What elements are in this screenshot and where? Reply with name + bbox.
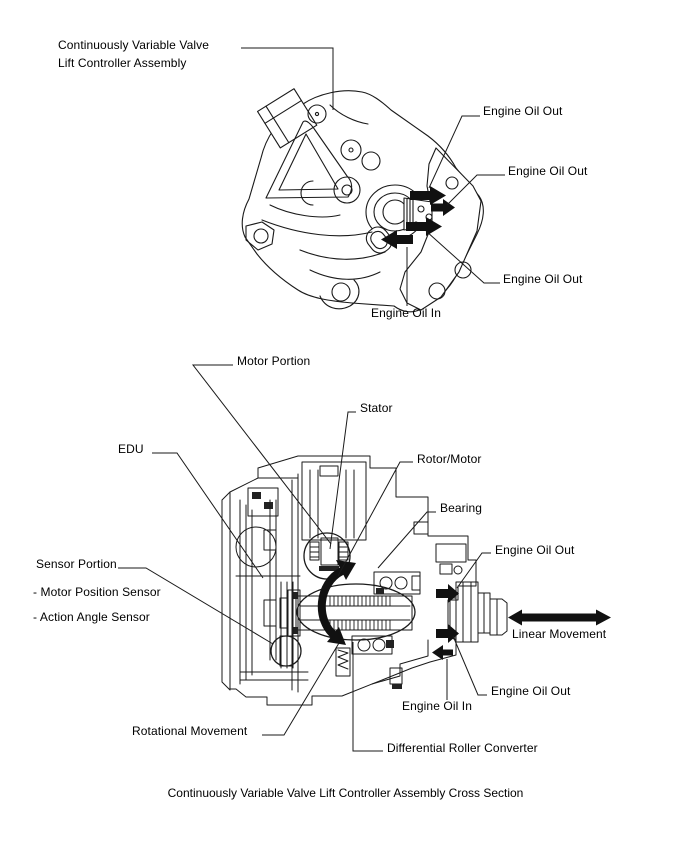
label-differential-roller-converter: Differential Roller Converter (387, 741, 538, 755)
label-assembly-title: Continuously Variable Valve Lift Control… (58, 36, 209, 72)
label-motor-portion: Motor Portion (237, 354, 311, 368)
label-assembly-line1: Continuously Variable Valve (58, 38, 210, 52)
label-bearing: Bearing (440, 501, 483, 515)
cross-section-caption: Continuously Variable Valve Lift Control… (167, 786, 524, 800)
oil-out-arrow-lower (436, 624, 459, 643)
roller-converter-highlight-ellipse (296, 583, 416, 641)
rotational-movement-arrow (317, 560, 356, 645)
oil-in-arrow (381, 230, 413, 249)
label-rotor-motor: Rotor/Motor (417, 452, 482, 466)
label-engine-oil-out-2: Engine Oil Out (508, 164, 588, 178)
label-rotational-movement: Rotational Movement (132, 724, 248, 738)
assembly-perspective-drawing (241, 88, 484, 313)
label-stator: Stator (360, 401, 393, 415)
label-assembly-line2: Lift Controller Assembly (58, 56, 187, 70)
connector-box (256, 88, 318, 149)
leader-lines-bottom (118, 364, 491, 752)
oil-in-port (365, 226, 393, 254)
label-engine-oil-out-lower: Engine Oil Out (491, 684, 571, 698)
oil-out-arrow-upper (436, 584, 459, 603)
linear-movement-arrow (508, 609, 611, 626)
label-motor-position-sensor: - Motor Position Sensor (33, 585, 161, 599)
label-edu: EDU (118, 442, 144, 456)
leader-lines-top (241, 47, 505, 306)
sensor-highlight-circle (270, 635, 302, 667)
label-engine-oil-in-top: Engine Oil In (371, 306, 442, 320)
label-linear-movement: Linear Movement (512, 627, 607, 641)
label-engine-oil-out-upper: Engine Oil Out (495, 543, 575, 557)
oil-out-arrow-1 (410, 186, 446, 205)
label-sensor-portion: Sensor Portion (36, 557, 117, 571)
cross-section-drawing (221, 455, 508, 706)
label-engine-oil-in-bottom: Engine Oil In (402, 699, 473, 713)
label-engine-oil-out-1: Engine Oil Out (483, 104, 563, 118)
label-action-angle-sensor: - Action Angle Sensor (33, 610, 150, 624)
oil-out-arrow-3 (406, 217, 442, 236)
label-engine-oil-out-3: Engine Oil Out (503, 272, 583, 286)
oil-in-arrow-bottom (432, 645, 453, 660)
